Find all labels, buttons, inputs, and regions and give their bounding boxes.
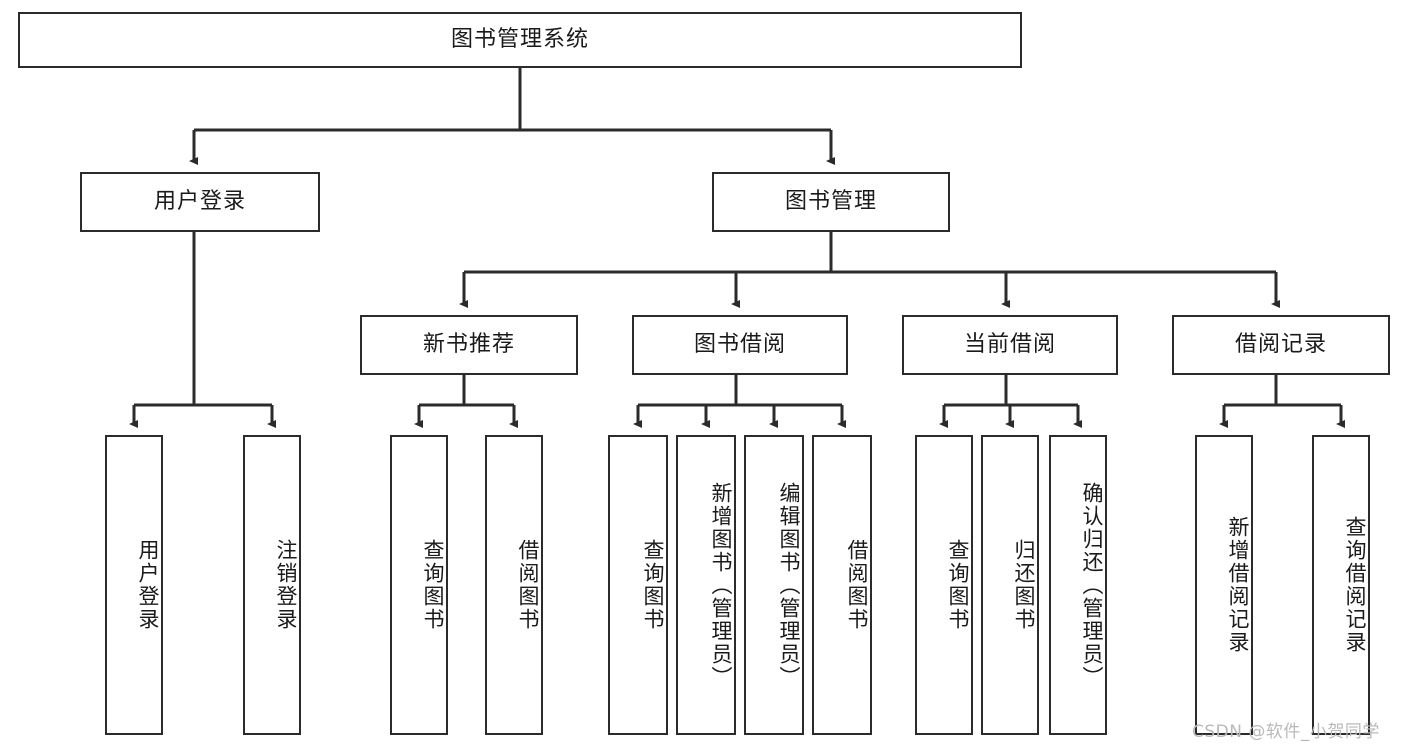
node-leaf-0[interactable]: 用户登录 (105, 435, 163, 735)
node-level2-1[interactable]: 图书管理 (712, 172, 950, 232)
node-label: 当前借阅 (963, 331, 1056, 357)
node-leaf-12[interactable]: 查询借阅记录 (1312, 435, 1370, 735)
node-root-library-system[interactable]: 图书管理系统 (18, 12, 1022, 68)
watermark-text: CSDN @软件_小贺同学 (1192, 722, 1380, 742)
node-label: 图书管理系统 (450, 26, 589, 52)
node-level3-3[interactable]: 借阅记录 (1172, 315, 1390, 375)
node-label: 借阅图书 (845, 539, 869, 631)
node-label: 用户登录 (153, 188, 246, 214)
node-label: 借阅图书 (516, 539, 540, 631)
node-label: 查询借阅记录 (1343, 516, 1367, 654)
node-label: 新增借阅记录 (1226, 516, 1250, 654)
node-level3-1[interactable]: 图书借阅 (632, 315, 848, 375)
node-leaf-11[interactable]: 新增借阅记录 (1195, 435, 1253, 735)
node-leaf-5[interactable]: 新增图书（管理员） (676, 435, 736, 735)
node-label: 用户登录 (136, 539, 160, 631)
node-leaf-6[interactable]: 编辑图书（管理员） (744, 435, 804, 735)
node-label: 注销登录 (274, 539, 298, 631)
node-leaf-2[interactable]: 查询图书 (390, 435, 448, 735)
node-level2-0[interactable]: 用户登录 (80, 172, 320, 232)
node-label: 新增图书（管理员） (709, 481, 733, 689)
node-leaf-10[interactable]: 确认归还（管理员） (1049, 435, 1107, 735)
node-level3-0[interactable]: 新书推荐 (360, 315, 578, 375)
node-label: 确认归还（管理员） (1080, 481, 1104, 689)
node-label: 查询图书 (421, 539, 445, 631)
node-leaf-3[interactable]: 借阅图书 (485, 435, 543, 735)
node-label: 查询图书 (946, 539, 970, 631)
node-label: 图书管理 (784, 188, 877, 214)
node-label: 图书借阅 (693, 331, 786, 357)
node-leaf-1[interactable]: 注销登录 (243, 435, 301, 735)
node-leaf-4[interactable]: 查询图书 (608, 435, 668, 735)
node-leaf-9[interactable]: 归还图书 (981, 435, 1039, 735)
node-label: 归还图书 (1012, 539, 1036, 631)
node-label: 新书推荐 (422, 331, 515, 357)
node-leaf-8[interactable]: 查询图书 (915, 435, 973, 735)
node-label: 编辑图书（管理员） (777, 481, 801, 689)
node-level3-2[interactable]: 当前借阅 (902, 315, 1118, 375)
node-label: 借阅记录 (1234, 331, 1327, 357)
node-label: 查询图书 (641, 539, 665, 631)
node-leaf-7[interactable]: 借阅图书 (812, 435, 872, 735)
